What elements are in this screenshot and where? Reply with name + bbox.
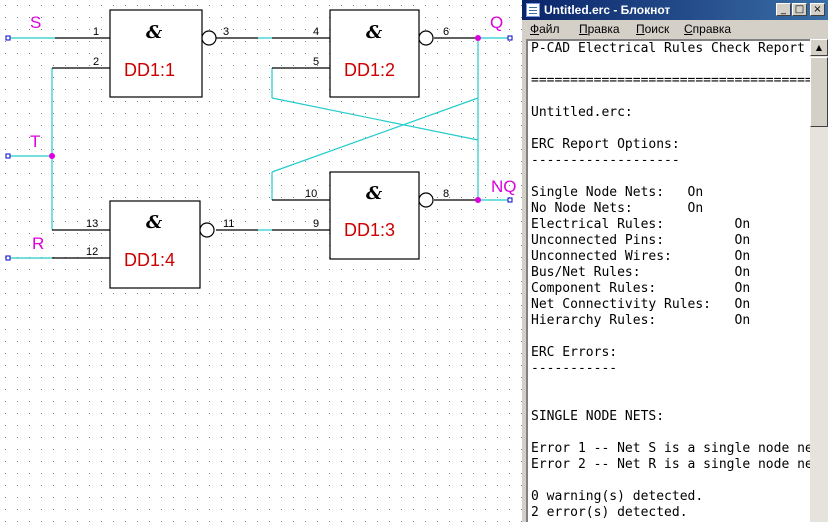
pin-number: 13 — [86, 218, 98, 230]
pin-number: 9 — [313, 218, 319, 230]
gate-symbol-and: & — [366, 183, 383, 204]
erc-report-text: P-CAD Electrical Rules Check Report ====… — [531, 41, 810, 520]
text-edit-area[interactable]: P-CAD Electrical Rules Check Report ====… — [526, 39, 810, 522]
net-label-t: T — [30, 132, 40, 151]
pin-number: 1 — [93, 26, 99, 38]
schematic-canvas[interactable]: S Q T NQ R & & & & DD1:1 DD1:2 DD1:3 DD1… — [0, 0, 522, 522]
highlighted-nets — [8, 37, 510, 259]
pin-number: 12 — [86, 246, 98, 258]
minimize-button[interactable]: _ — [776, 3, 791, 16]
window-title: Untitled.erc - Блокнот — [544, 3, 671, 17]
pin-number: 10 — [305, 188, 317, 200]
port-terminals — [5, 35, 513, 261]
gate-dd1-1[interactable] — [109, 9, 217, 98]
gate-symbol-and: & — [146, 212, 163, 233]
net-label-nq: NQ — [491, 177, 517, 196]
gate-ref-dd1-3: DD1:3 — [344, 220, 395, 240]
gate-dd1-4[interactable] — [109, 200, 215, 289]
menu-edit[interactable]: Правка — [579, 22, 620, 36]
net-label-r: R — [32, 234, 44, 253]
menu-bar: Файл Правка Поиск Справка — [522, 20, 828, 39]
pin-number: 5 — [313, 56, 319, 68]
gate-ref-dd1-1: DD1:1 — [124, 60, 175, 80]
pin-number: 3 — [223, 26, 229, 38]
gate-dd1-3[interactable] — [329, 171, 434, 260]
gate-symbol-and: & — [366, 22, 383, 43]
scroll-up-icon[interactable]: ▲ — [810, 39, 828, 56]
net-label-q: Q — [490, 13, 503, 32]
maximize-button[interactable]: □ — [792, 3, 807, 16]
close-button[interactable]: × — [810, 3, 825, 16]
menu-file[interactable]: Файл — [530, 22, 560, 36]
junction-dots — [49, 35, 481, 203]
gate-dd1-2[interactable] — [329, 9, 434, 98]
vertical-scrollbar[interactable]: ▲ — [810, 39, 828, 522]
wires — [52, 37, 478, 259]
pin-number: 8 — [443, 188, 449, 200]
scroll-thumb[interactable] — [810, 57, 828, 127]
net-label-s: S — [30, 13, 41, 32]
gate-ref-dd1-4: DD1:4 — [124, 250, 175, 270]
notepad-window: Untitled.erc - Блокнот _ □ × Файл Правка… — [522, 0, 828, 522]
gate-symbol-and: & — [146, 22, 163, 43]
pin-number: 11 — [223, 218, 234, 230]
menu-help[interactable]: Справка — [684, 22, 732, 36]
pin-number: 2 — [93, 56, 99, 68]
notepad-titlebar[interactable]: Untitled.erc - Блокнот _ □ × — [522, 0, 828, 20]
notepad-icon — [526, 3, 540, 17]
pin-number: 4 — [313, 26, 319, 38]
gate-ref-dd1-2: DD1:2 — [344, 60, 395, 80]
menu-search[interactable]: Поиск — [636, 22, 670, 36]
pin-number: 6 — [443, 26, 449, 38]
